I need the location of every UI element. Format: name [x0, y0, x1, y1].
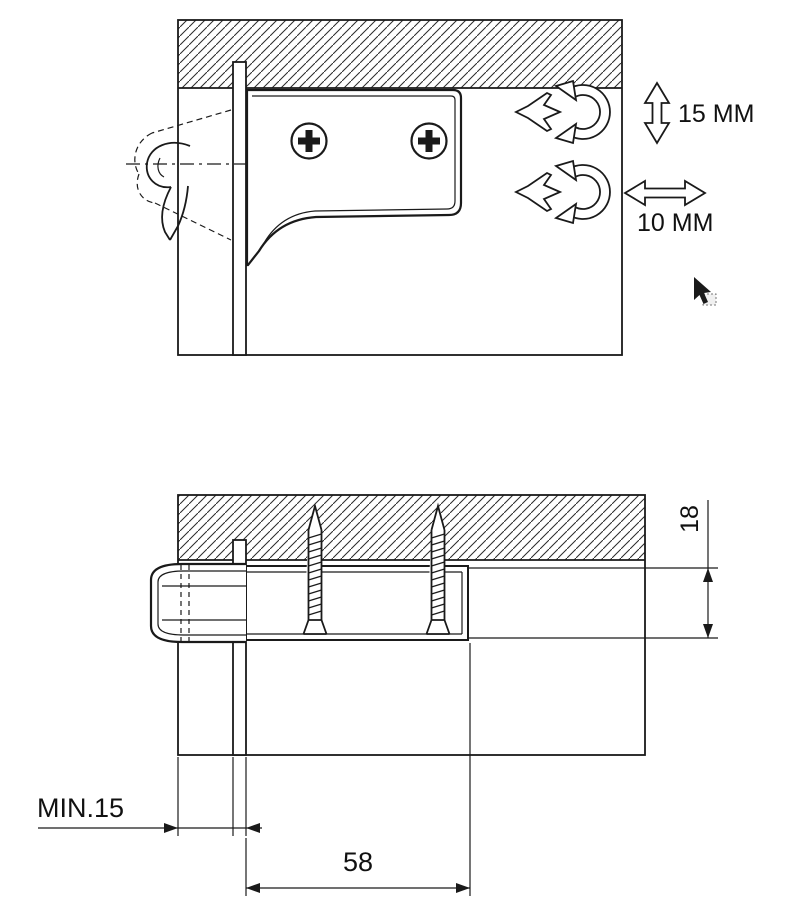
dimension-rail-height: 18 [468, 500, 718, 639]
min-edge-distance-label: MIN.15 [37, 793, 124, 823]
bracket-length-label: 58 [343, 847, 373, 877]
suspension-rail-strip [232, 61, 247, 356]
mounting-screw [302, 502, 328, 635]
vertical-adjustment-label: 15 MM [678, 100, 754, 128]
hatched-top-panel [178, 20, 622, 88]
mounting-screw [425, 502, 451, 635]
cursor-icon [694, 277, 717, 306]
horizontal-adjustment-label: 10 MM [637, 209, 713, 237]
screwdriver-rotation-icon [515, 80, 611, 144]
hidden-hook-outline [126, 109, 254, 241]
top-section-view: 15 MM 10 MM [126, 19, 754, 356]
hatched-top-panel [178, 495, 645, 560]
mounting-plate [245, 88, 463, 267]
cabinet-side-outline [177, 19, 623, 356]
screwdriver-rotation-icon [515, 160, 611, 224]
phillips-screw-icon [290, 122, 328, 160]
phillips-screw-icon [410, 122, 448, 160]
vertical-adjust-arrow-icon [643, 81, 671, 145]
hook-front [149, 562, 246, 644]
dimension-min-edge-distance: MIN.15 [37, 757, 262, 836]
dimension-bracket-length: 58 [245, 643, 471, 896]
bottom-section-view: 18 MIN.15 58 [37, 494, 718, 896]
rail-height-label: 18 [676, 505, 704, 533]
horizontal-adjust-arrow-icon [623, 179, 707, 207]
